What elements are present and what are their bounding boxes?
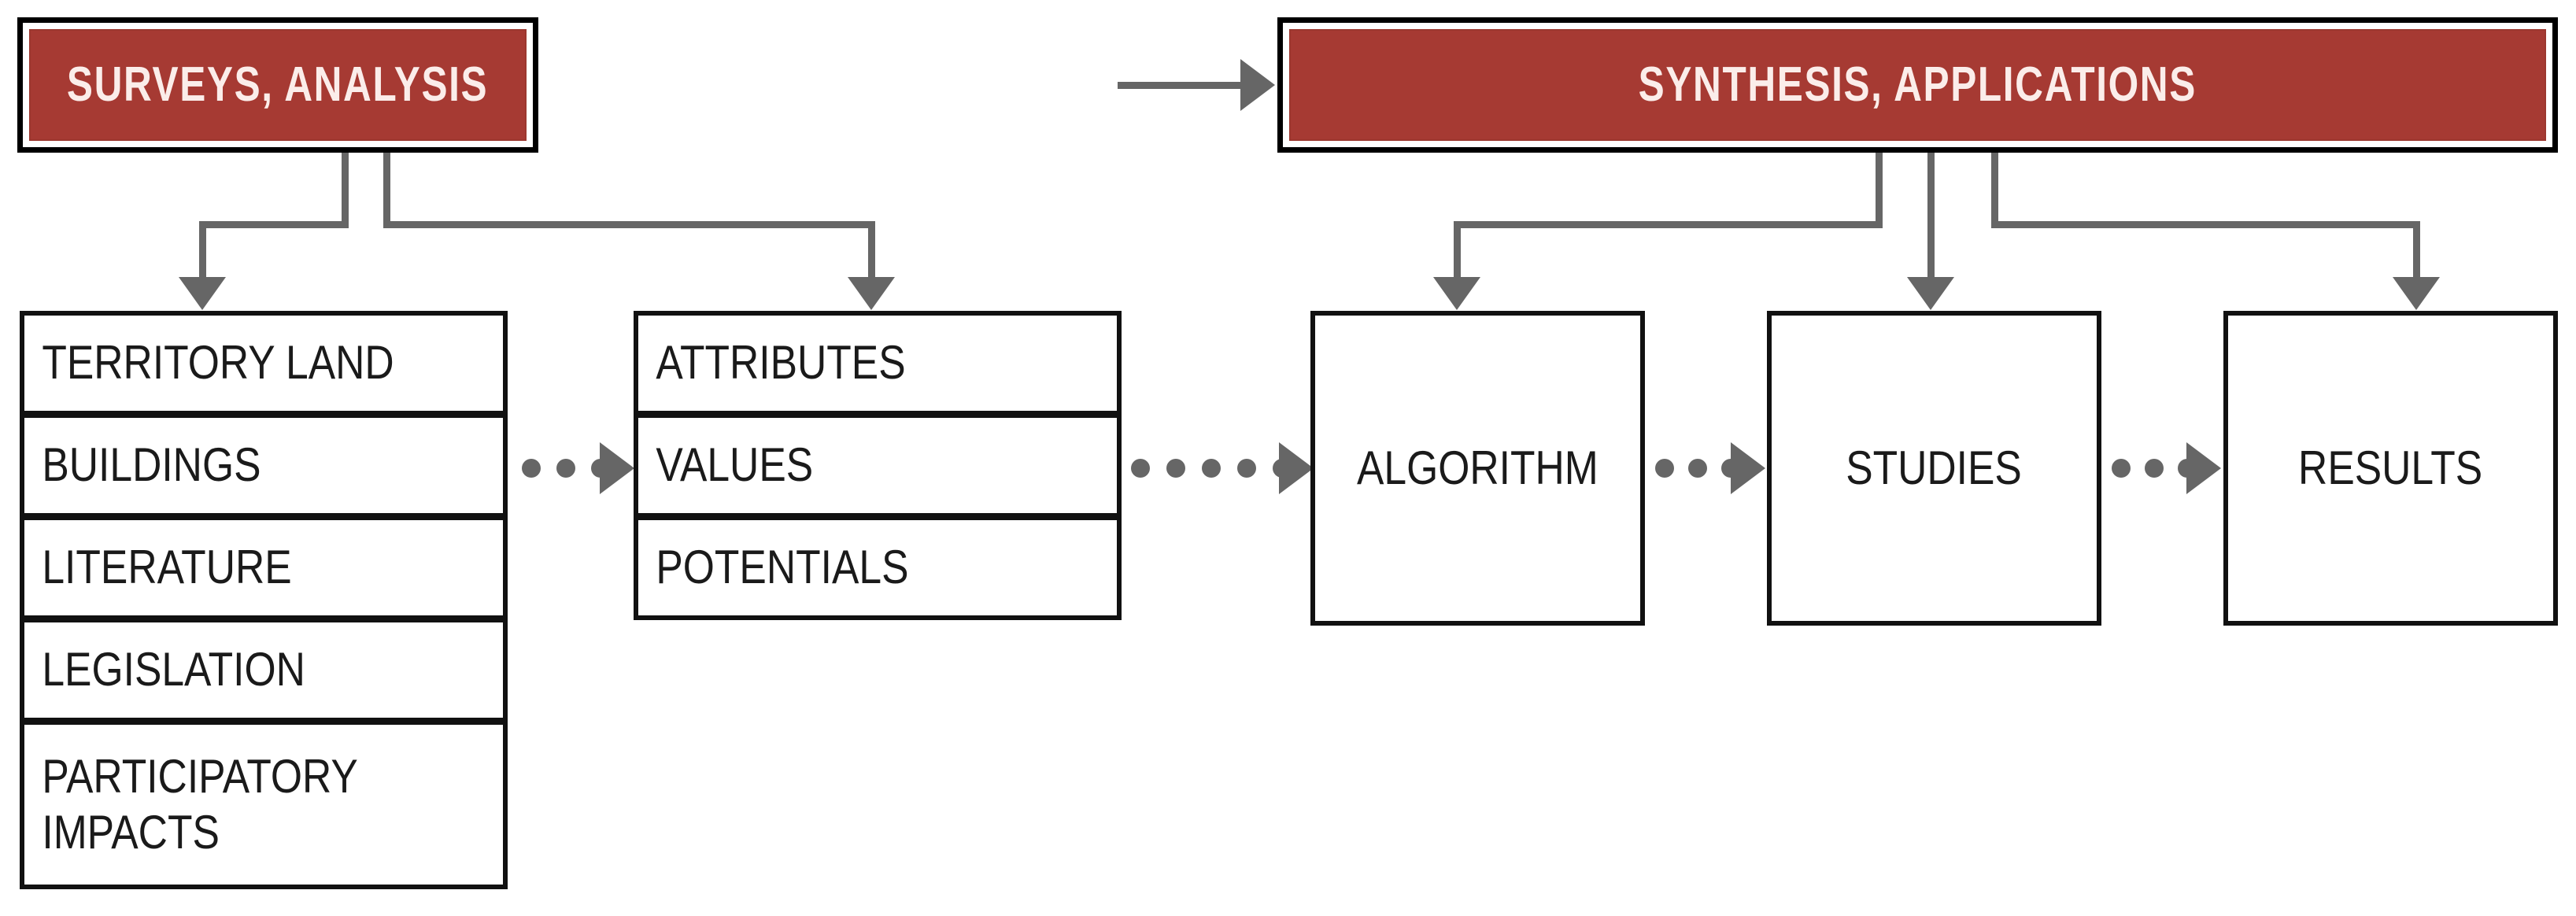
connector-descriptors-to-algorithm-dot [1237,459,1256,478]
connector-surveys-to-inputs-elbow [199,221,349,228]
list-item[interactable]: VALUES [634,413,1122,518]
list-item[interactable]: LEGISLATION [20,618,508,722]
connector-synthesis-to-algorithm-arrowhead [1433,277,1480,310]
connector-studies-to-results-dot [2145,459,2164,478]
connector-surveys-to-descriptors-arrowhead [848,277,895,310]
list-item[interactable]: PARTICIPATORY IMPACTS [20,720,508,889]
connector-surveys-to-inputs-stem [342,153,349,228]
connector-surveys-to-inputs-arrowhead [179,277,226,310]
process-box-label-studies: STUDIES [1846,441,2023,494]
header-label-synthesis-applications: SYNTHESIS, APPLICATIONS [1638,57,2197,112]
connector-synthesis-to-results-arrowhead [2393,277,2440,310]
connector-descriptors-to-algorithm-arrowhead [1279,442,1314,494]
connector-algorithm-to-studies-dot [1688,459,1707,478]
process-box-studies[interactable]: STUDIES [1767,311,2101,626]
connector-synthesis-to-algorithm-drop [1454,221,1461,283]
connector-algorithm-to-studies-arrowhead [1731,442,1765,494]
list-item-label: ATTRIBUTES [656,336,906,390]
header-fill-surveys-analysis: SURVEYS, ANALYSIS [29,29,527,141]
connector-inputs-to-descriptors-arrowhead [600,442,634,494]
header-label-surveys-analysis: SURVEYS, ANALYSIS [67,57,489,112]
process-box-results[interactable]: RESULTS [2223,311,2558,626]
list-item-label: PARTICIPATORY IMPACTS [42,749,358,859]
list-item[interactable]: BUILDINGS [20,413,508,518]
list-item[interactable]: ATTRIBUTES [634,311,1122,416]
connector-descriptors-to-algorithm-dot [1131,459,1150,478]
connector-synthesis-to-algorithm-stem [1876,153,1883,228]
connector-synthesis-to-results-stem [1991,153,1998,228]
header-fill-synthesis-applications: SYNTHESIS, APPLICATIONS [1289,29,2546,141]
connector-synthesis-to-studies-stem [1927,153,1935,283]
connector-algorithm-to-studies-dot [1655,459,1674,478]
connector-surveys-to-synthesis-line [1118,82,1244,89]
header-box-synthesis-applications[interactable]: SYNTHESIS, APPLICATIONS [1277,17,2558,153]
connector-surveys-to-synthesis-arrowhead [1240,59,1275,111]
connector-descriptors-to-algorithm-dot [1166,459,1185,478]
connector-synthesis-to-studies-arrowhead [1907,277,1954,310]
process-box-label-results: RESULTS [2298,441,2483,494]
list-item-label: LITERATURE [42,541,292,594]
connector-surveys-to-inputs-drop [199,221,206,283]
connector-synthesis-to-results-elbow [1991,221,2420,228]
process-box-label-algorithm: ALGORITHM [1357,441,1598,494]
connector-studies-to-results-arrowhead [2186,442,2221,494]
list-item[interactable]: TERRITORY LAND [20,311,508,416]
descriptors-column: ATTRIBUTES VALUES POTENTIALS [634,311,1122,622]
inputs-column: TERRITORY LAND BUILDINGS LITERATURE LEGI… [20,311,508,889]
list-item[interactable]: POTENTIALS [634,515,1122,620]
connector-descriptors-to-algorithm-dot [1202,459,1221,478]
process-box-algorithm[interactable]: ALGORITHM [1310,311,1645,626]
list-item-label: POTENTIALS [656,541,909,594]
list-item-label: TERRITORY LAND [42,336,394,390]
list-item[interactable]: LITERATURE [20,515,508,620]
connector-surveys-to-descriptors-stem [383,153,390,228]
connector-inputs-to-descriptors-dot [556,459,575,478]
connector-surveys-to-descriptors-elbow [383,221,875,228]
connector-studies-to-results-dot [2112,459,2131,478]
connector-surveys-to-descriptors-drop [868,221,875,283]
connector-synthesis-to-results-drop [2413,221,2420,283]
list-item-label: LEGISLATION [42,643,305,696]
list-item-label: BUILDINGS [42,438,261,492]
connector-inputs-to-descriptors-dot [522,459,541,478]
connector-synthesis-to-algorithm-elbow [1454,221,1883,228]
list-item-label: VALUES [656,438,814,492]
header-box-surveys-analysis[interactable]: SURVEYS, ANALYSIS [17,17,538,153]
